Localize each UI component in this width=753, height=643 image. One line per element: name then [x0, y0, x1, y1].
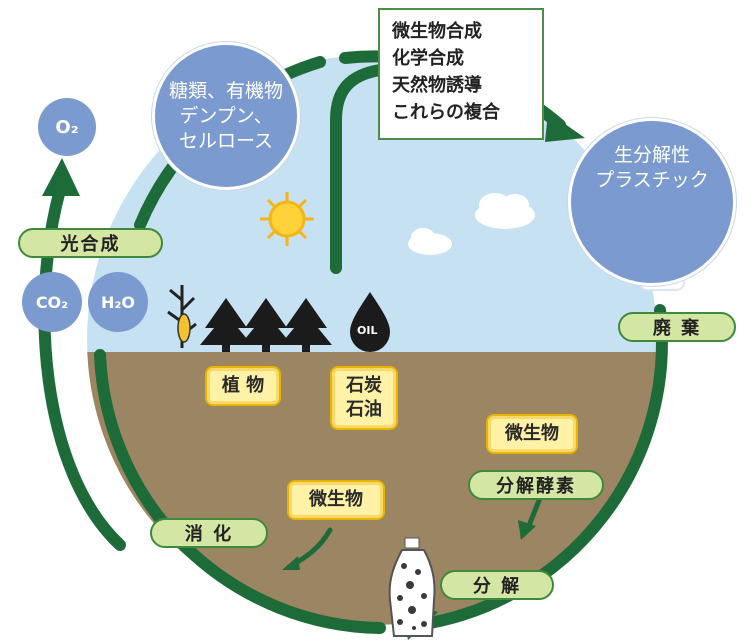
tree-icon [200, 298, 252, 352]
bioplastic-line-2: プラスチック [595, 169, 709, 191]
inner-vertical-arrow [330, 64, 386, 274]
digestion-label: 消 化 [150, 518, 268, 548]
enzyme-label: 分解酵素 [468, 470, 604, 500]
co2-circle: CO₂ [22, 272, 82, 332]
arrowhead-to-o2 [42, 158, 80, 196]
sugars-circle: 糖類、有機物 デンプン、 セルロース [152, 42, 300, 190]
arrowhead-microbe [282, 556, 300, 570]
crumpled-bottle-icon [388, 537, 436, 637]
bioplastic-circle: 生分解性 プラスチック [568, 118, 736, 286]
cycle-arc-right [412, 304, 668, 631]
synthesis-line-2: 化学合成 [392, 48, 464, 69]
bioplastic-line-1: 生分解性 [613, 144, 690, 166]
coal-label: 石炭 [346, 375, 382, 396]
cloud-icon [408, 193, 535, 255]
decomposition-label: 分 解 [440, 570, 554, 600]
tree-icon [280, 298, 332, 352]
arrowhead-enzyme [518, 520, 536, 540]
sugars-line-1: 糖類、有機物 [168, 79, 283, 102]
coal-oil-box: 石炭 石油 [330, 366, 398, 430]
synthesis-line-3: 天然物誘導 [392, 75, 482, 96]
synthesis-line-4: これらの複合 [392, 102, 500, 123]
corn-icon [167, 285, 197, 348]
sun-icon [260, 192, 314, 246]
h2o-circle: H₂O [88, 272, 148, 332]
disposal-label: 廃 棄 [618, 312, 736, 342]
microbe-box-left: 微生物 [287, 480, 385, 520]
sugars-line-2: デンプン、 [179, 104, 273, 127]
tree-icon [240, 298, 292, 352]
photosynthesis-label: 光合成 [18, 228, 163, 258]
oil-fuel-label: 石油 [346, 399, 382, 420]
o2-circle: O₂ [38, 98, 96, 156]
arrowhead-to-bioplastic [545, 112, 585, 142]
enzyme-down-arrow [525, 495, 543, 531]
plants-box: 植 物 [205, 366, 281, 406]
oil-drop-icon [350, 292, 390, 352]
microbe-box-right: 微生物 [486, 414, 578, 454]
oil-label: OIL [357, 324, 378, 337]
synthesis-line-1: 微生物合成 [392, 21, 482, 42]
synthesis-methods-box: 微生物合成 化学合成 天然物誘導 これらの複合 [378, 8, 544, 140]
sugars-line-3: セルロース [178, 129, 274, 152]
